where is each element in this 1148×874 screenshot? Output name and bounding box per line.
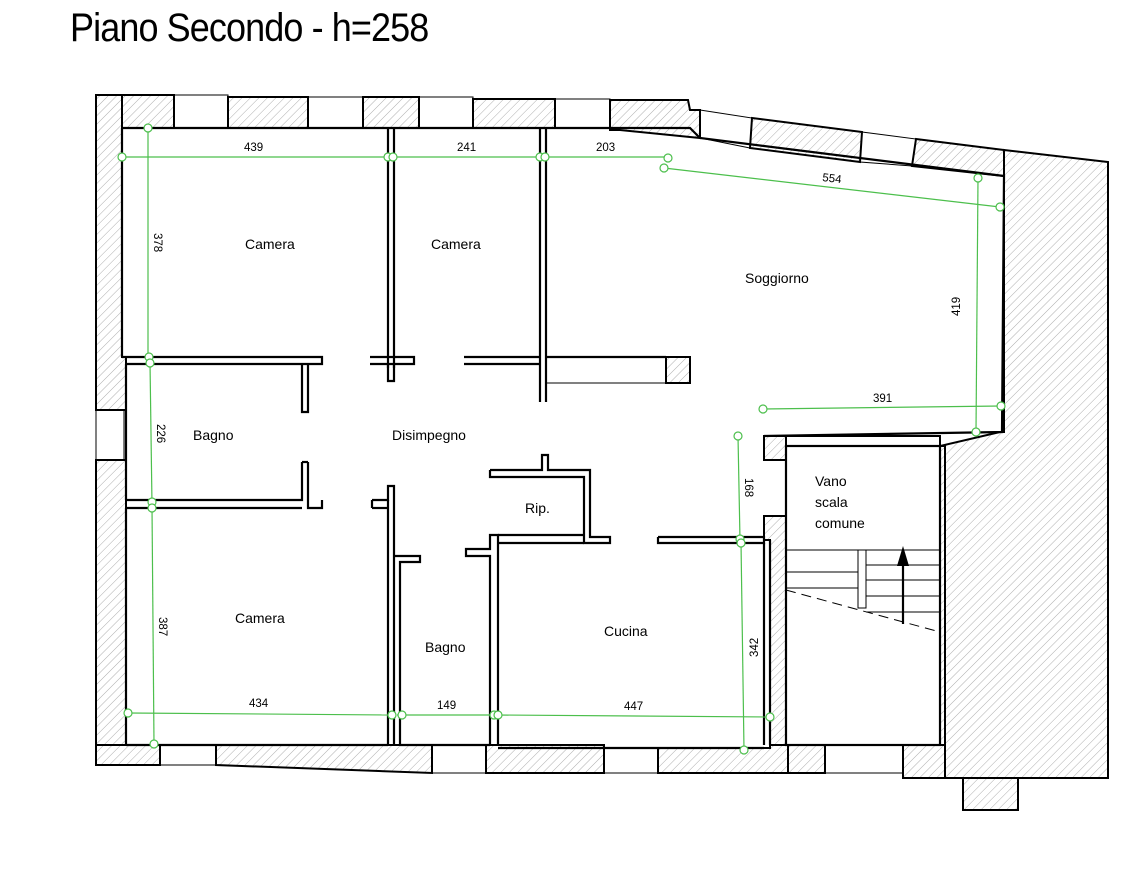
wall-segment: [657, 744, 789, 774]
page-title: Piano Secondo - h=258: [70, 6, 429, 50]
exterior-walls: [95, 94, 1109, 811]
room-label-vano-scala: comune: [815, 515, 865, 531]
dim-label: 439: [244, 142, 263, 154]
wall-segment: [362, 96, 420, 129]
dimension-lines: [117, 123, 1006, 755]
dim-label: 226: [154, 424, 166, 443]
room-label-vano-scala: scala: [815, 494, 848, 510]
stair-direction-arrow-icon: [897, 546, 909, 566]
wall-segment: [215, 744, 433, 775]
room-labels: Camera Camera Soggiorno Bagno Disimpegno…: [193, 236, 865, 655]
window: [95, 409, 125, 461]
stairs: [785, 546, 941, 633]
room-label-camera: Camera: [235, 610, 285, 626]
room-label-cucina: Cucina: [604, 623, 648, 639]
wall-segment: [787, 744, 826, 774]
wall-segment: [227, 96, 309, 129]
dim-label: 391: [873, 393, 892, 405]
dim-label: 342: [749, 638, 761, 657]
window: [307, 96, 364, 129]
room-label-soggiorno: Soggiorno: [745, 270, 809, 286]
window: [554, 98, 611, 129]
wall-segment: [609, 99, 701, 140]
dim-label: 434: [249, 698, 269, 710]
window: [603, 747, 659, 774]
room-label-ripostiglio: Rip.: [525, 500, 550, 516]
dim-label: 419: [951, 297, 963, 316]
window: [418, 96, 474, 129]
wall-segment: [472, 98, 556, 129]
wall-segment: [485, 744, 605, 774]
wall-segment: [763, 435, 787, 461]
window: [859, 131, 917, 167]
window: [824, 744, 904, 774]
dim-label: 378: [151, 233, 163, 252]
column: [665, 356, 691, 384]
wall-segment: [763, 515, 787, 746]
room-label-vano-scala: Vano: [815, 473, 847, 489]
interior-partitions: [120, 126, 1006, 750]
dim-label: 203: [596, 142, 615, 154]
dimension-endpoints: [117, 123, 1006, 755]
room-label-bagno: Bagno: [193, 427, 234, 443]
window: [431, 744, 487, 774]
room-label-disimpegno: Disimpegno: [392, 427, 466, 443]
dim-label: 149: [437, 700, 456, 712]
dim-label: 554: [822, 172, 843, 186]
room-label-bagno: Bagno: [425, 639, 466, 655]
dim-label: 387: [156, 617, 168, 636]
wall-segment: [95, 744, 161, 766]
wall-segment: [939, 148, 1109, 779]
room-label-camera: Camera: [245, 236, 295, 252]
dim-label: 241: [457, 142, 476, 154]
dim-label: 447: [624, 701, 643, 713]
window: [173, 94, 229, 129]
window: [699, 109, 753, 149]
dimension-labels: 439 241 203 554 378 419 391 226 168 387 …: [151, 142, 963, 713]
wall-segment: [95, 459, 127, 766]
window: [159, 744, 217, 766]
room-label-camera: Camera: [431, 236, 481, 252]
dim-label: 168: [742, 478, 754, 497]
